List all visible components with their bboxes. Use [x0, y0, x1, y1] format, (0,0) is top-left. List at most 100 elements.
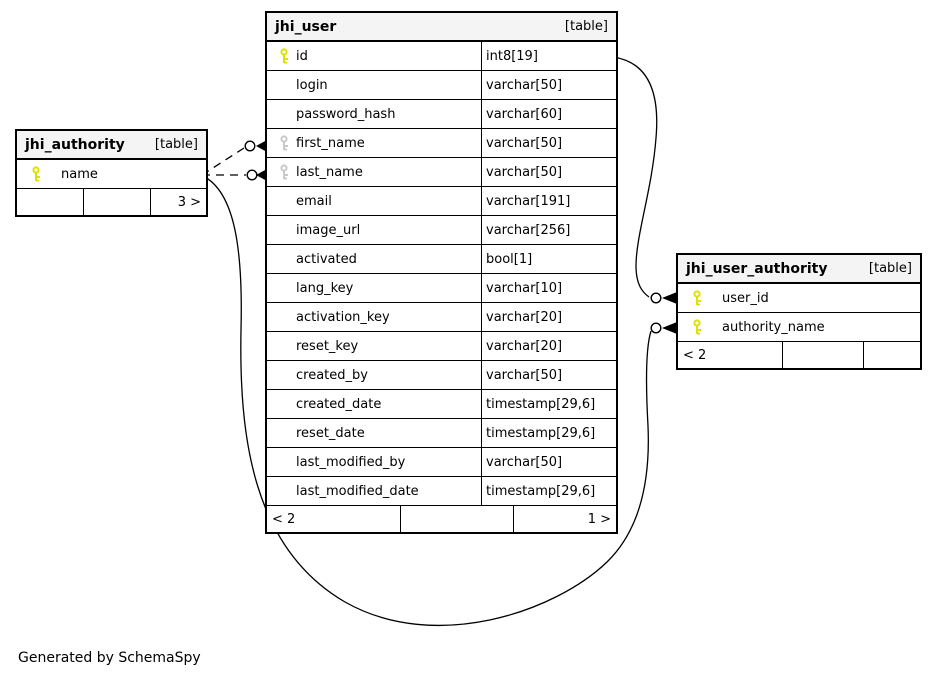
table-row-id: id int8[19] [267, 42, 616, 71]
table-row-last-modified-by: last_modified_by varchar[50] [267, 448, 616, 477]
table-row-last-modified-date: last_modified_date timestamp[29,6] [267, 477, 616, 506]
column-name: last_modified_by [296, 454, 406, 470]
fk-line-authority-to-first-name [201, 140, 267, 176]
column-cell: name [17, 160, 206, 188]
column-type: varchar[10] [481, 274, 616, 302]
footer-cell [17, 189, 83, 215]
column-type: varchar[50] [481, 361, 616, 389]
column-type: bool[1] [481, 245, 616, 273]
column-name: last_modified_date [296, 483, 419, 499]
table-title-jhi-user[interactable]: jhi_user [275, 18, 337, 35]
column-name: name [61, 166, 98, 182]
column-type: varchar[20] [481, 303, 616, 331]
column-name: email [296, 193, 332, 209]
primary-key-icon [31, 166, 61, 182]
column-type: varchar[191] [481, 187, 616, 215]
column-cell: last_modified_date [267, 477, 481, 505]
table-badge: [table] [868, 261, 912, 276]
column-name: created_by [296, 367, 368, 383]
column-type: varchar[60] [481, 100, 616, 128]
column-name: reset_date [296, 425, 365, 441]
table-footer: < 2 [678, 342, 920, 368]
column-type: varchar[50] [481, 158, 616, 186]
table-header: jhi_authority [table] [17, 131, 206, 160]
column-name: id [296, 48, 308, 64]
column-cell: lang_key [267, 274, 481, 302]
column-cell: image_url [267, 216, 481, 244]
table-title-jhi-user-authority[interactable]: jhi_user_authority [686, 260, 828, 277]
column-cell: reset_date [267, 419, 481, 447]
column-cell: login [267, 71, 481, 99]
table-row-password-hash: password_hash varchar[60] [267, 100, 616, 129]
column-cell: activation_key [267, 303, 481, 331]
column-name: activated [296, 251, 357, 267]
column-type: varchar[50] [481, 448, 616, 476]
table-row-email: email varchar[191] [267, 187, 616, 216]
column-type: timestamp[29,6] [481, 477, 616, 505]
fk-line-user-id-to-user-id [612, 56, 677, 304]
index-key-icon [279, 164, 296, 180]
column-name: created_date [296, 396, 382, 412]
table-row-created-by: created_by varchar[50] [267, 361, 616, 390]
column-type: varchar[20] [481, 332, 616, 360]
table-jhi-user-authority: jhi_user_authority [table] user_id autho… [676, 253, 922, 370]
column-cell: activated [267, 245, 481, 273]
fk-line-authority-to-last-name [202, 169, 267, 181]
table-row-reset-key: reset_key varchar[20] [267, 332, 616, 361]
column-cell: user_id [678, 284, 920, 312]
footer-cell-out-degree: 1 > [513, 506, 616, 532]
column-cell: last_name [267, 158, 481, 186]
table-badge: [table] [564, 19, 608, 34]
table-row-last-name: last_name varchar[50] [267, 158, 616, 187]
table-row-lang-key: lang_key varchar[10] [267, 274, 616, 303]
column-type: timestamp[29,6] [481, 390, 616, 418]
table-header: jhi_user [table] [267, 13, 616, 42]
generated-by-note: Generated by SchemaSpy [18, 650, 201, 666]
column-name: image_url [296, 222, 361, 238]
table-row-user-id: user_id [678, 284, 920, 313]
table-jhi-authority: jhi_authority [table] name 3 > [15, 129, 208, 217]
table-row-authority-name: authority_name [678, 313, 920, 342]
column-cell: password_hash [267, 100, 481, 128]
table-row-login: login varchar[50] [267, 71, 616, 100]
table-badge: [table] [154, 137, 198, 152]
column-name: password_hash [296, 106, 396, 122]
table-row-activated: activated bool[1] [267, 245, 616, 274]
column-name: authority_name [722, 319, 825, 335]
table-row-created-date: created_date timestamp[29,6] [267, 390, 616, 419]
column-name: last_name [296, 164, 363, 180]
column-name: user_id [722, 290, 769, 306]
column-name: lang_key [296, 280, 354, 296]
primary-key-icon [279, 48, 296, 64]
column-cell: reset_key [267, 332, 481, 360]
column-name: first_name [296, 135, 365, 151]
column-cell: authority_name [678, 313, 920, 341]
column-cell: first_name [267, 129, 481, 157]
column-type: timestamp[29,6] [481, 419, 616, 447]
table-header: jhi_user_authority [table] [678, 255, 920, 284]
footer-cell-in-degree: < 2 [272, 511, 296, 527]
primary-key-icon [692, 290, 722, 306]
primary-key-icon [692, 319, 722, 335]
table-footer: < 2 1 > [267, 506, 616, 532]
column-name: activation_key [296, 309, 390, 325]
footer-cell [83, 189, 150, 215]
table-row-first-name: first_name varchar[50] [267, 129, 616, 158]
footer-cell [400, 506, 513, 532]
column-cell: created_by [267, 361, 481, 389]
column-name: login [296, 77, 328, 93]
footer-cell-out-degree: 3 > [150, 189, 206, 215]
column-cell: id [267, 42, 481, 70]
footer-cell [782, 342, 863, 368]
table-title-jhi-authority[interactable]: jhi_authority [25, 136, 125, 153]
column-cell: email [267, 187, 481, 215]
column-type: varchar[256] [481, 216, 616, 244]
table-jhi-user: jhi_user [table] id int8[19] login varch… [265, 11, 618, 534]
footer-cell [863, 342, 920, 368]
footer-cell-in-degree: < 2 [683, 347, 707, 363]
table-row-activation-key: activation_key varchar[20] [267, 303, 616, 332]
table-footer: 3 > [17, 189, 206, 215]
table-row-reset-date: reset_date timestamp[29,6] [267, 419, 616, 448]
index-key-icon [279, 135, 296, 151]
table-row-image-url: image_url varchar[256] [267, 216, 616, 245]
